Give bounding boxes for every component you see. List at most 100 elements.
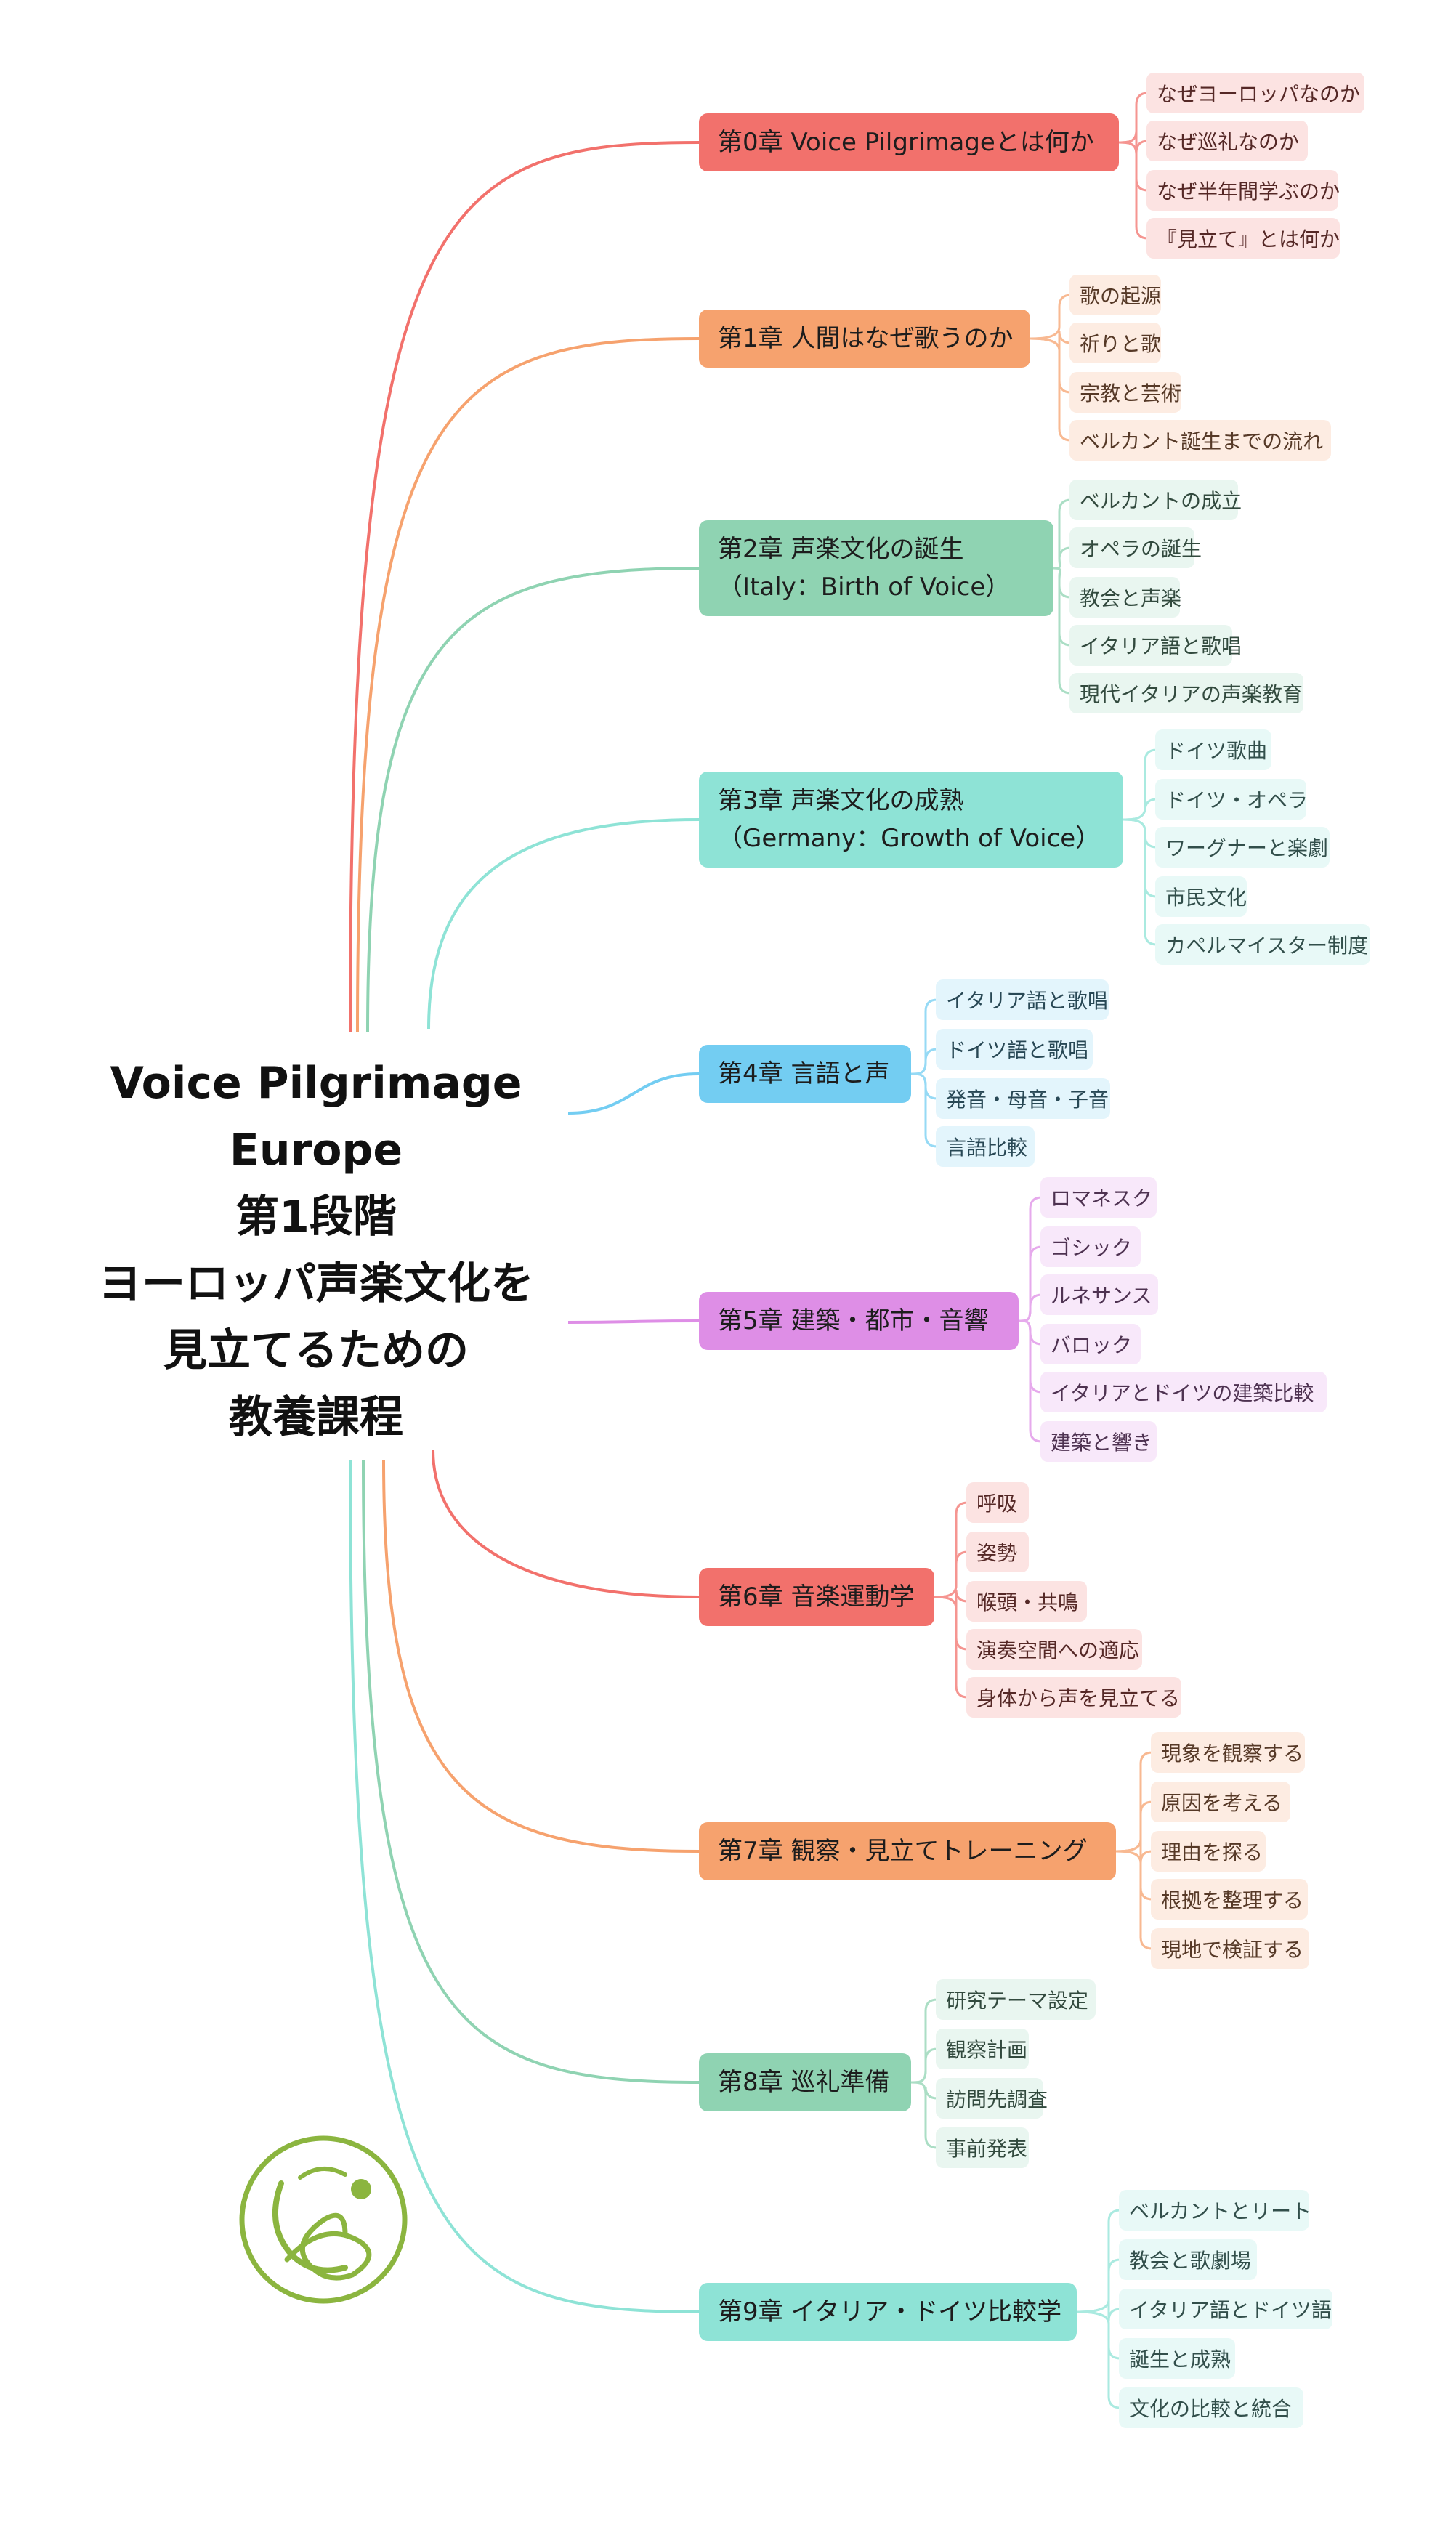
leaf-connector [1118, 141, 1149, 192]
topic-leaf[interactable]: 事前発表 [936, 2127, 1029, 2168]
topic-leaf[interactable]: 現代イタリアの声楽教育 [1069, 673, 1303, 713]
leaf-connector [1123, 748, 1157, 821]
topic-leaf[interactable]: 身体から声を見立てる [966, 1677, 1181, 1718]
topic-leaf[interactable]: 研究テーマ設定 [936, 1979, 1096, 2020]
topic-leaf[interactable]: ドイツ・オペラ [1155, 779, 1308, 820]
chapter-title: 第0章 Voice Pilgrimageとは何か [718, 128, 1094, 157]
chapter-title: 第9章 イタリア・ドイツ比較学 [718, 2297, 1062, 2326]
voice-pilgrimage-logo-icon [239, 2135, 408, 2304]
leaf-connector [934, 1596, 968, 1699]
chapter-node[interactable]: 第7章 観察・見立てトレーニング [699, 1822, 1116, 1880]
branch-connector [362, 1460, 700, 2084]
topic-leaf[interactable]: カペルマイスター制度 [1155, 924, 1370, 965]
chapter-title: 第4章 言語と声 [718, 1059, 890, 1088]
topic-leaf[interactable]: 歌の起源 [1069, 275, 1161, 315]
leaf-connector [1030, 337, 1072, 394]
leaf-connector [910, 998, 938, 1075]
leaf-connector [1123, 818, 1157, 946]
topic-leaf[interactable]: ゴシック [1040, 1226, 1141, 1267]
topic-leaf[interactable]: 市民文化 [1155, 876, 1247, 917]
leaf-connector [934, 1501, 968, 1598]
topic-leaf[interactable]: イタリア語と歌唱 [1069, 625, 1242, 666]
chapter-title: 第1章 人間はなぜ歌うのか [718, 324, 1014, 353]
topic-leaf[interactable]: 喉頭・共鳴 [966, 1581, 1087, 1622]
topic-leaf[interactable]: 現地で検証する [1151, 1928, 1309, 1969]
leaf-connector [1076, 2310, 1121, 2409]
topic-leaf[interactable]: ドイツ歌曲 [1155, 729, 1271, 770]
leaf-connector [1053, 567, 1072, 695]
chapter-title: 第8章 巡礼準備 [718, 2068, 890, 2097]
topic-leaf[interactable]: イタリア語と歌唱 [936, 979, 1109, 1020]
topic-leaf[interactable]: イタリア語とドイツ語 [1119, 2289, 1332, 2329]
topic-leaf[interactable]: ドイツ語と歌唱 [936, 1029, 1093, 1070]
topic-leaf[interactable]: なぜヨーロッパなのか [1146, 73, 1364, 113]
topic-leaf[interactable]: 根拠を整理する [1151, 1879, 1308, 1920]
topic-leaf[interactable]: 呼吸 [966, 1482, 1029, 1523]
topic-leaf[interactable]: なぜ半年間学ぶのか [1146, 170, 1340, 211]
central-topic-line: Europe [229, 1125, 403, 1176]
central-topic-line: 第1段階 [235, 1192, 397, 1242]
chapter-node[interactable]: 第0章 Voice Pilgrimageとは何か [699, 113, 1119, 171]
chapter-title: 第5章 建築・都市・音響 [718, 1306, 989, 1335]
leaf-connector [1123, 818, 1157, 898]
topic-leaf[interactable]: 宗教と芸術 [1069, 372, 1181, 413]
topic-leaf[interactable]: ルネサンス [1040, 1274, 1158, 1315]
topic-leaf[interactable]: ベルカントとリート [1119, 2190, 1311, 2231]
topic-leaf[interactable]: ベルカントの成立 [1069, 480, 1242, 520]
leaf-connector [1115, 1800, 1153, 1853]
topic-leaf[interactable]: 『見立て』とは何か [1146, 218, 1340, 259]
leaf-connector [910, 1048, 938, 1075]
topic-leaf[interactable]: 理由を探る [1151, 1831, 1266, 1872]
topic-leaf[interactable]: イタリアとドイツの建築比較 [1040, 1372, 1327, 1412]
topic-leaf[interactable]: バロック [1040, 1324, 1141, 1364]
topic-leaf[interactable]: 演奏空間への適応 [966, 1629, 1142, 1670]
leaf-connector [1053, 546, 1072, 570]
topic-leaf[interactable]: 訪問先調査 [936, 2078, 1048, 2119]
leaf-connector [910, 2081, 938, 2149]
topic-leaf[interactable]: 姿勢 [966, 1532, 1029, 1572]
leaf-connector [1030, 337, 1072, 442]
leaf-connector [1123, 798, 1157, 821]
chapter-node[interactable]: 第6章 音楽運動学 [699, 1568, 934, 1626]
topic-leaf[interactable]: 現象を観察する [1151, 1732, 1305, 1773]
topic-leaf[interactable]: 発音・母音・子音 [936, 1078, 1110, 1119]
topic-leaf[interactable]: 祈りと歌 [1069, 323, 1161, 363]
topic-leaf[interactable]: 原因を考える [1151, 1782, 1290, 1822]
leaf-connector [1115, 1850, 1153, 1901]
topic-leaf[interactable]: ワーグナーと楽劇 [1155, 827, 1330, 868]
chapter-node[interactable]: 第1章 人間はなぜ歌うのか [699, 310, 1030, 368]
topic-leaf[interactable]: オペラの誕生 [1069, 527, 1202, 568]
leaf-connector [910, 2047, 938, 2084]
topic-leaf[interactable]: 誕生と成熟 [1119, 2338, 1235, 2379]
topic-leaf[interactable]: 文化の比較と統合 [1119, 2387, 1303, 2428]
chapter-node[interactable]: 第9章 イタリア・ドイツ比較学 [699, 2283, 1077, 2341]
chapter-node[interactable]: 第3章 声楽文化の成熟（Germany：Growth of Voice） [699, 772, 1123, 868]
chapter-title: 第3章 声楽文化の成熟 [718, 786, 964, 815]
leaf-connector [1018, 1319, 1043, 1443]
topic-leaf[interactable]: 教会と声楽 [1069, 577, 1181, 618]
leaf-connector [1030, 294, 1072, 340]
leaf-connector [1076, 2300, 1121, 2321]
branch-connector [432, 1450, 700, 1598]
topic-leaf[interactable]: ベルカント誕生までの流れ [1069, 420, 1331, 461]
topic-leaf[interactable]: 教会と歌劇場 [1119, 2239, 1257, 2280]
branch-connector [349, 1460, 700, 2313]
topic-leaf[interactable]: なぜ巡礼なのか [1146, 121, 1308, 161]
topic-leaf[interactable]: ロマネスク [1040, 1177, 1157, 1218]
chapter-title: （Italy：Birth of Voice） [718, 573, 1011, 602]
chapter-node[interactable]: 第2章 声楽文化の誕生（Italy：Birth of Voice） [699, 520, 1053, 616]
chapter-node[interactable]: 第8章 巡礼準備 [699, 2053, 911, 2111]
branch-connector [366, 567, 700, 1032]
leaf-connector [934, 1550, 968, 1598]
topic-leaf[interactable]: 言語比較 [936, 1126, 1035, 1167]
central-topic-line: Voice Pilgrimage [110, 1058, 522, 1109]
chapter-node[interactable]: 第5章 建築・都市・音響 [699, 1292, 1019, 1350]
branch-connector [349, 141, 700, 1032]
chapter-node[interactable]: 第4章 言語と声 [699, 1045, 911, 1103]
leaf-connector [1118, 92, 1149, 144]
leaf-connector [1053, 498, 1072, 570]
central-topic: Voice Pilgrimage Europe 第1段階 ヨーロッパ声楽文化を … [87, 1050, 545, 1451]
topic-leaf[interactable]: 建築と響き [1040, 1421, 1157, 1462]
topic-leaf[interactable]: 観察計画 [936, 2029, 1029, 2069]
